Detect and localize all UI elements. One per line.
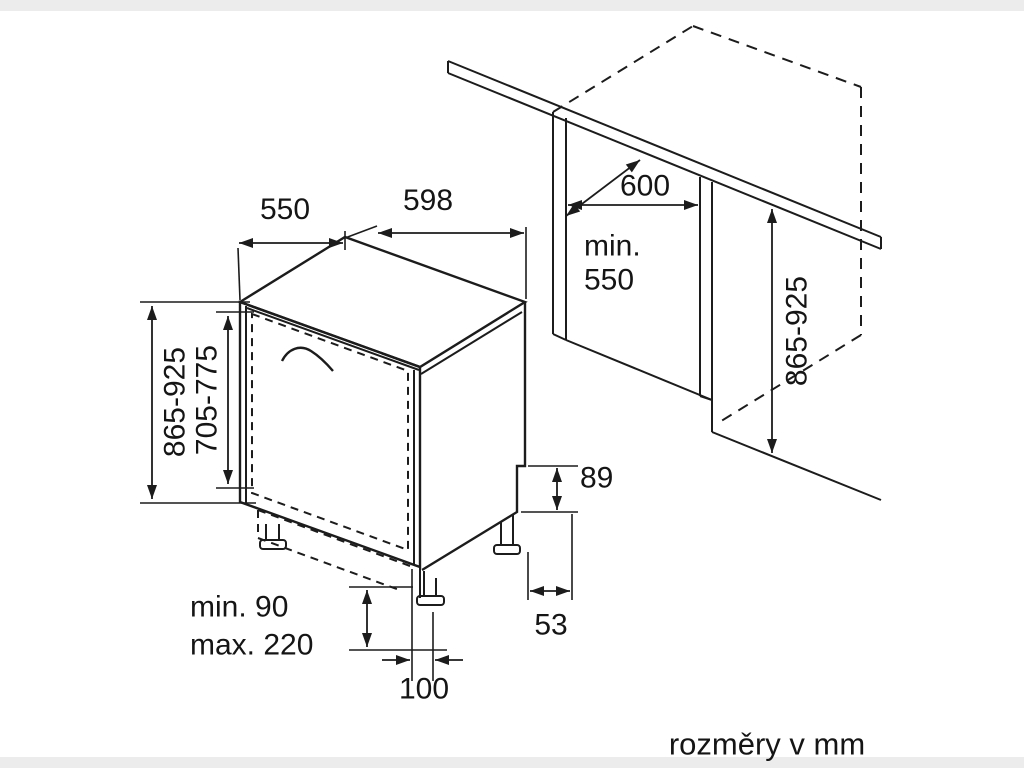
dim-door-panel-height: 705-775 bbox=[191, 311, 254, 489]
dim-niche-width-label: 600 bbox=[620, 170, 670, 203]
dim-rear-step-label: 89 bbox=[580, 462, 613, 495]
dim-plinth-max-label: max. 220 bbox=[190, 629, 313, 662]
dim-rear-step: 89 bbox=[521, 462, 613, 513]
dim-niche-depth: min. 550 bbox=[565, 159, 641, 297]
units-note-label: rozměry v mm bbox=[669, 727, 865, 762]
dim-niche-depth-label-2: 550 bbox=[584, 264, 634, 297]
dim-plinth-min-label: min. 90 bbox=[190, 591, 288, 624]
dim-foot-offset: 53 bbox=[527, 514, 573, 642]
dim-depth-top: 550 bbox=[237, 193, 346, 301]
dishwasher-door bbox=[251, 312, 411, 592]
letterbox-bottom bbox=[0, 757, 1024, 768]
dim-width-top-label: 598 bbox=[403, 184, 453, 217]
dim-niche-height: 865-925 bbox=[767, 209, 814, 453]
dim-base-depth-label: 100 bbox=[399, 673, 449, 706]
dim-appliance-height: 865-925 bbox=[140, 301, 256, 504]
dishwasher-body bbox=[237, 235, 528, 598]
units-note: rozměry v mm bbox=[669, 727, 865, 762]
dim-niche-depth-label-1: min. bbox=[584, 230, 641, 263]
dim-foot-offset-label: 53 bbox=[534, 609, 567, 642]
dim-base-depth: 100 bbox=[382, 569, 463, 706]
niche-hidden-edges bbox=[552, 25, 862, 424]
dim-door-panel-height-label: 705-775 bbox=[191, 345, 224, 455]
adjustable-feet bbox=[259, 515, 521, 606]
dim-plinth-range: min. 90 max. 220 bbox=[190, 586, 447, 662]
dim-niche-height-label: 865-925 bbox=[781, 276, 814, 386]
niche-outline bbox=[552, 112, 882, 501]
dim-width-top: 598 bbox=[344, 184, 527, 299]
letterbox-top bbox=[0, 0, 1024, 11]
worktop bbox=[447, 60, 882, 250]
dim-depth-top-label: 550 bbox=[260, 193, 310, 226]
dim-appliance-height-label: 865-925 bbox=[159, 347, 192, 457]
door-handle bbox=[280, 346, 334, 372]
